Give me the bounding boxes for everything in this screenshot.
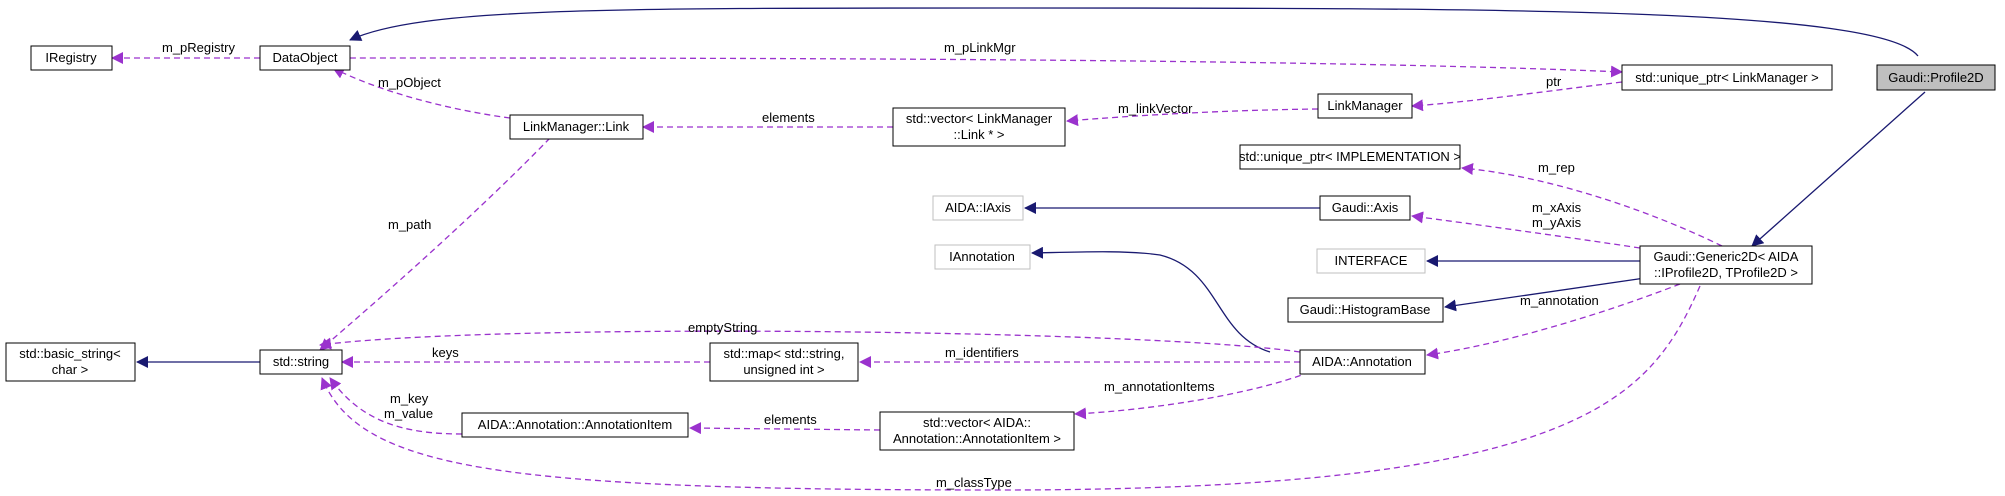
node-std-string-label: std::string [273,354,329,369]
label-m_value: m_value [384,406,433,421]
edge-profile2d-generic2d [1751,91,1926,247]
node-vector-annotation-item-label-2: Annotation::AnnotationItem > [893,431,1061,446]
edge-usage-m_xAxis [1411,211,1641,249]
node-std-string[interactable]: std::string [259,349,343,375]
label-m_pRegistry: m_pRegistry [162,40,235,55]
node-aida-annotation[interactable]: AIDA::Annotation [1299,349,1426,375]
edge-usage-ptr [1411,81,1623,112]
node-vector-annotation-item-label-1: std::vector< AIDA:: [923,415,1031,430]
label-m_path: m_path [388,217,431,232]
edge-usage-m_annotationItems [1074,371,1311,420]
node-std-map-label-2: unsigned int > [743,362,824,377]
label-ptr: ptr [1546,74,1562,89]
node-linkmanager-label: LinkManager [1327,98,1403,113]
label-m_rep: m_rep [1538,160,1575,175]
node-gaudi-generic2d-label-2: ::IProfile2D, TProfile2D > [1654,265,1798,280]
node-gaudi-histogrambase[interactable]: Gaudi::HistogramBase [1287,297,1444,323]
edge-labels: m_pRegistry m_pLinkMgr m_pObject ptr m_l… [162,40,1599,490]
node-uniqueptr-linkmanager-label: std::unique_ptr< LinkManager > [1635,70,1819,85]
label-emptyString: emptyString [688,320,757,335]
node-interface-label: INTERFACE [1335,253,1408,268]
label-elements-link: elements [762,110,815,125]
node-aida-iaxis[interactable]: AIDA::IAxis [932,195,1024,221]
edge-usage-m_rep [1461,163,1723,247]
label-m_linkVector: m_linkVector [1118,101,1193,116]
label-m_pLinkMgr: m_pLinkMgr [944,40,1016,55]
node-uniqueptr-linkmanager[interactable]: std::unique_ptr< LinkManager > [1621,64,1833,91]
node-gaudi-generic2d-label-1: Gaudi::Generic2D< AIDA [1654,249,1799,264]
node-iannotation-label: IAnnotation [949,249,1015,264]
node-vector-link-label-1: std::vector< LinkManager [906,111,1053,126]
node-std-basic-string-label-1: std::basic_string< [19,346,121,361]
label-keys: keys [432,345,459,360]
edge-usage-elements-item [689,422,881,435]
node-dataobject[interactable]: DataObject [259,45,351,71]
label-m_yAxis: m_yAxis [1532,215,1582,230]
node-uniqueptr-implementation-label: std::unique_ptr< IMPLEMENTATION > [1239,149,1461,164]
node-gaudi-profile2d[interactable]: Gaudi::Profile2D [1876,64,1996,91]
label-m_annotationItems: m_annotationItems [1104,379,1215,394]
edge-usage-m_linkVector [1066,108,1319,127]
node-interface[interactable]: INTERFACE [1316,248,1426,274]
node-std-basic-string[interactable]: std::basic_string< char > [5,342,136,382]
node-iregistry-label: IRegistry [45,50,97,65]
label-m_xAxis: m_xAxis [1532,200,1582,215]
node-gaudi-profile2d-label: Gaudi::Profile2D [1888,70,1983,85]
edge-usage-m_annotation [1426,283,1681,360]
label-m_key: m_key [390,391,429,406]
edge-usage-emptyString [319,330,1301,353]
label-elements-item: elements [764,412,817,427]
node-gaudi-histogrambase-label: Gaudi::HistogramBase [1300,302,1431,317]
node-vector-link-label-2: ::Link * > [954,127,1005,142]
node-std-map[interactable]: std::map< std::string, unsigned int > [709,342,859,382]
node-vector-annotation-item[interactable]: std::vector< AIDA:: Annotation::Annotati… [879,411,1075,451]
node-vector-link[interactable]: std::vector< LinkManager ::Link * > [892,107,1066,147]
edges [111,7,1926,491]
node-dataobject-label: DataObject [272,50,337,65]
edge-generic2d-histobase [1444,277,1646,312]
node-linkmanager-link-label: LinkManager::Link [523,119,630,134]
node-aida-iaxis-label: AIDA::IAxis [945,200,1011,215]
label-m_identifiers: m_identifiers [945,345,1019,360]
node-gaudi-axis-label: Gaudi::Axis [1332,200,1399,215]
label-m_annotation: m_annotation [1520,293,1599,308]
node-aida-annotation-item-label: AIDA::Annotation::AnnotationItem [478,417,672,432]
nodes: Gaudi::Profile2D DataObject IRegistry st… [5,45,1996,451]
edge-usage-m_path [319,137,551,351]
edge-usage-m_pLinkMgr [349,57,1623,78]
node-iannotation[interactable]: IAnnotation [934,244,1031,270]
edge-profile2d-dataobject [349,7,1919,57]
node-std-basic-string-label-2: char > [52,362,89,377]
node-gaudi-generic2d[interactable]: Gaudi::Generic2D< AIDA ::IProfile2D, TPr… [1639,245,1813,285]
node-aida-annotation-item[interactable]: AIDA::Annotation::AnnotationItem [461,412,689,438]
node-uniqueptr-implementation[interactable]: std::unique_ptr< IMPLEMENTATION > [1239,144,1461,170]
edge-usage-m_classType [320,285,1701,491]
label-m_pObject: m_pObject [378,75,441,90]
node-linkmanager[interactable]: LinkManager [1317,93,1413,119]
node-iregistry[interactable]: IRegistry [30,45,113,71]
edge-annotation-iannotation [1031,246,1271,353]
edge-usage-m_pObject [332,67,511,119]
node-gaudi-axis[interactable]: Gaudi::Axis [1319,195,1411,221]
node-linkmanager-link[interactable]: LinkManager::Link [509,114,644,140]
edge-usage-m_key [329,377,463,435]
node-aida-annotation-label: AIDA::Annotation [1312,354,1412,369]
node-std-map-label-1: std::map< std::string, [723,346,844,361]
label-m_classType: m_classType [936,475,1012,490]
